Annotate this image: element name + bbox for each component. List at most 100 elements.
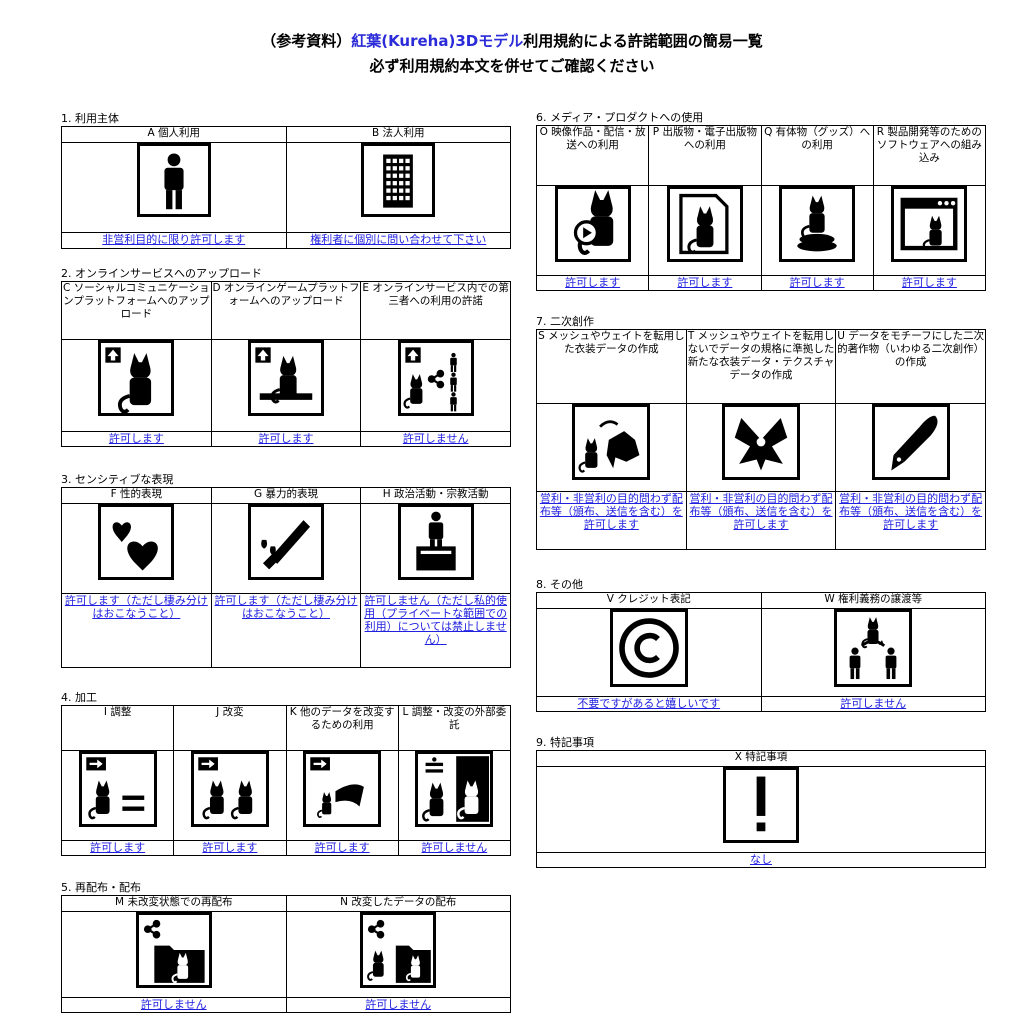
item-label: I 調整 xyxy=(60,705,175,751)
section-online-upload: 2. オンラインサービスへのアップロード C ソーシャルコミュニケーションプラッ… xyxy=(61,266,511,447)
item-label: F 性的表現 xyxy=(61,487,212,504)
item-result[interactable]: 許可します xyxy=(760,275,874,291)
upload-game-icon xyxy=(247,340,324,416)
page-title: （参考資料）紅葉(Kureha)3Dモデル利用規約による許諾範囲の簡易一覧 xyxy=(261,32,763,50)
item-result[interactable]: 許可します xyxy=(60,840,175,856)
item-label: A 個人利用 xyxy=(61,126,287,143)
item-result[interactable]: 不要ですがあると嬉しいです xyxy=(536,696,762,712)
modify-icon xyxy=(190,751,269,827)
item-label: B 法人利用 xyxy=(285,126,511,143)
section-heading: 2. オンラインサービスへのアップロード xyxy=(61,267,262,280)
item-label: E オンラインサービス内での第三者への利用の許諾 xyxy=(360,281,511,340)
section-heading: 5. 再配布・配布 xyxy=(61,881,141,894)
section-special-notes: 9. 特記事項 X 特記事項 なし xyxy=(536,735,986,868)
item-result[interactable]: 許可します xyxy=(535,275,650,291)
item-label: T メッシュやウェイトを転用しないでデータの規格に準拠した新たな衣装データ・テク… xyxy=(685,329,837,404)
item-result[interactable]: 許可します xyxy=(285,840,399,856)
item-label: N 改変したデータの配布 xyxy=(285,895,511,912)
section-heading: 6. メディア・プロダクトへの使用 xyxy=(536,111,704,124)
item-result[interactable]: 営利・非営利の目的問わず配布等（頒布、送信を含む）を許可します xyxy=(835,491,986,550)
item-label: J 改変 xyxy=(173,705,287,751)
outsource-icon xyxy=(415,751,494,827)
item-label: Q 有体物（グッズ）への利用 xyxy=(760,125,874,186)
copyright-icon xyxy=(609,609,688,687)
item-result[interactable]: 許可します xyxy=(648,275,762,291)
section-heading: 7. 二次創作 xyxy=(536,315,594,328)
upload-cat-icon xyxy=(98,340,175,416)
item-result[interactable]: 非営利目的に限り許可します xyxy=(61,232,287,249)
section-heading: 1. 利用主体 xyxy=(61,112,119,125)
section-heading: 4. 加工 xyxy=(61,691,97,704)
item-label: G 暴力的表現 xyxy=(210,487,362,504)
mesh-transfer-icon xyxy=(572,404,651,480)
knife-icon xyxy=(247,504,324,580)
item-result[interactable]: 許可しません（ただし私的使用（プライベートな範囲での利用）については禁止しません… xyxy=(360,593,511,668)
page-subtitle: 必ず利用規約本文を併せてご確認ください xyxy=(369,57,655,75)
reuse-icon xyxy=(303,751,382,827)
item-result[interactable]: 許可します（ただし棲み分けはおこなうこと） xyxy=(210,593,362,668)
video-icon xyxy=(554,186,631,262)
item-label: W 権利義務の譲渡等 xyxy=(760,592,986,609)
building-icon xyxy=(361,143,436,217)
item-label: O 映像作品・配信・放送への利用 xyxy=(535,125,650,186)
section-heading: 9. 特記事項 xyxy=(536,736,594,749)
item-result[interactable]: 許可しません xyxy=(760,696,986,712)
item-label: S メッシュやウェイトを転用した衣装データの作成 xyxy=(536,329,687,404)
hearts-icon xyxy=(98,504,175,580)
person-icon xyxy=(136,143,211,217)
section-heading: 8. その他 xyxy=(536,578,583,591)
item-result[interactable]: 許可しません xyxy=(285,997,511,1013)
pen-icon xyxy=(871,404,950,480)
item-result[interactable]: 許可します xyxy=(61,431,212,447)
item-label: R 製品開発等のためのソフトウェアへの組み込み xyxy=(872,125,987,186)
item-result[interactable]: 権利者に個別に問い合わせて下さい xyxy=(285,232,511,249)
item-label: X 特記事項 xyxy=(536,750,986,767)
item-result[interactable]: 許可しません xyxy=(397,840,512,856)
item-result[interactable]: 許可します xyxy=(210,431,362,447)
item-result[interactable]: 許可します（ただし棲み分けはおこなうこと） xyxy=(61,593,212,668)
item-result[interactable]: 許可しません xyxy=(61,997,287,1013)
item-result[interactable]: 許可します xyxy=(173,840,287,856)
item-label: U データをモチーフにした二次的著作物（いわゆる二次創作）の作成 xyxy=(835,329,986,404)
podium-icon xyxy=(397,504,474,580)
item-result[interactable]: 営利・非営利の目的問わず配布等（頒布、送信を含む）を許可します xyxy=(536,491,687,550)
item-label: K 他のデータを改変するための利用 xyxy=(285,705,399,751)
figure-icon xyxy=(779,186,856,262)
item-label: M 未改変状態での再配布 xyxy=(61,895,287,912)
section-heading: 3. センシティブな表現 xyxy=(61,473,174,486)
ribbon-icon xyxy=(721,404,800,480)
item-result[interactable]: なし xyxy=(536,852,986,868)
transfer-icon xyxy=(834,609,913,687)
software-icon xyxy=(891,186,968,262)
share-modified-icon xyxy=(360,912,437,988)
item-label: H 政治活動・宗教活動 xyxy=(360,487,511,504)
share-folder-icon xyxy=(135,912,212,988)
item-result[interactable]: 許可します xyxy=(872,275,987,291)
item-label: L 調整・改変の外部委託 xyxy=(397,705,512,751)
exclamation-icon xyxy=(723,767,799,843)
license-table: X 特記事項 なし xyxy=(536,750,986,868)
item-label: P 出版物・電子出版物への利用 xyxy=(648,125,762,186)
item-result[interactable]: 許可しません xyxy=(360,431,511,447)
item-result[interactable]: 営利・非営利の目的問わず配布等（頒布、送信を含む）を許可します xyxy=(685,491,837,550)
item-label: D オンラインゲームプラットフォームへのアップロード xyxy=(210,281,362,340)
upload-share-icon xyxy=(397,340,474,416)
title-highlight: 紅葉(Kureha)3Dモデル xyxy=(351,32,524,50)
item-label: C ソーシャルコミュニケーションプラットフォームへのアップロード xyxy=(61,281,212,340)
publication-icon xyxy=(666,186,743,262)
